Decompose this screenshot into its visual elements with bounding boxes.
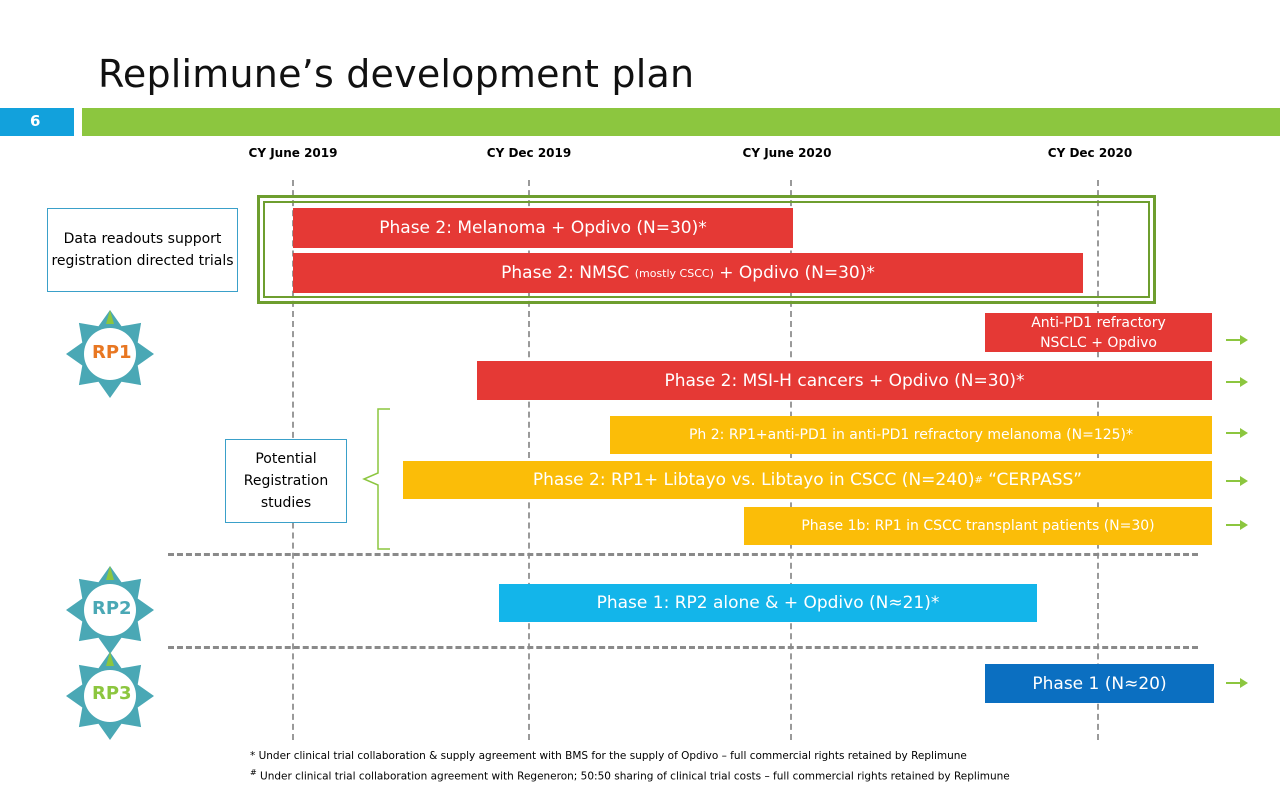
melanoma-trial-bar: Phase 2: Melanoma + Opdivo (N=30)* bbox=[293, 208, 793, 248]
star-badge-icon bbox=[66, 310, 154, 398]
rp3-trial-bar: Phase 1 (N≈20) bbox=[985, 664, 1214, 703]
timeline-gridline bbox=[528, 180, 530, 740]
right-arrow-icon bbox=[1226, 428, 1248, 438]
star-badge-icon bbox=[66, 652, 154, 740]
rp1-label: RP1 bbox=[92, 342, 132, 363]
cerpass-trial-name: “CERPASS” bbox=[982, 470, 1083, 490]
rp2-label: RP2 bbox=[92, 598, 132, 619]
right-arrow-icon bbox=[1226, 520, 1248, 530]
nsclc-trial-line2: NSCLC + Opdivo bbox=[1040, 334, 1157, 351]
right-arrow-icon bbox=[1226, 335, 1248, 345]
transplant-trial-bar: Phase 1b: RP1 in CSCC transplant patient… bbox=[744, 507, 1212, 545]
rp3-label: RP3 bbox=[92, 683, 132, 704]
nsclc-trial-line1: Anti-PD1 refractory bbox=[1031, 314, 1166, 331]
badge-tip-icon bbox=[106, 566, 114, 580]
footnote-text: Under clinical trial collaboration agree… bbox=[256, 770, 1010, 783]
nmsc-trial-text: Phase 2: NMSC bbox=[501, 263, 635, 283]
nsclc-trial-bar: Anti-PD1 refractory NSCLC + Opdivo bbox=[985, 313, 1212, 352]
section-divider bbox=[168, 553, 1198, 556]
rp1-badge bbox=[64, 306, 156, 398]
nmsc-trial-subtext: (mostly CSCC) bbox=[634, 266, 714, 280]
right-arrow-icon bbox=[1226, 678, 1248, 688]
footnote-mark: * bbox=[250, 750, 256, 762]
section-divider bbox=[168, 646, 1198, 649]
timeline-gridline bbox=[1097, 180, 1099, 740]
brace-icon bbox=[362, 408, 390, 550]
slide-number-box bbox=[0, 108, 74, 136]
cerpass-trial-bar: Phase 2: RP1+ Libtayo vs. Libtayo in CSC… bbox=[403, 461, 1212, 499]
date-label: CY Dec 2020 bbox=[1047, 146, 1133, 160]
badge-tip-icon bbox=[106, 652, 114, 666]
msih-trial-bar: Phase 2: MSI-H cancers + Opdivo (N=30)* bbox=[477, 361, 1212, 400]
rp2-trial-bar: Phase 1: RP2 alone & + Opdivo (N≈21)* bbox=[499, 584, 1037, 622]
title-band bbox=[82, 108, 1280, 136]
slide-number: 6 bbox=[30, 112, 41, 130]
date-label: CY June 2019 bbox=[248, 146, 338, 160]
data-readouts-box: Data readouts support registration direc… bbox=[47, 208, 238, 292]
badge-tip-icon bbox=[106, 310, 114, 324]
right-arrow-icon bbox=[1226, 476, 1248, 486]
footnote-regeneron: # Under clinical trial collaboration agr… bbox=[250, 768, 1010, 783]
registration-highlight-frame bbox=[257, 195, 1156, 304]
page-title: Replimune’s development plan bbox=[98, 52, 695, 96]
rp3-badge bbox=[64, 648, 156, 740]
star-badge-icon bbox=[66, 566, 154, 654]
date-label: CY June 2020 bbox=[742, 146, 832, 160]
refractory-melanoma-trial-bar: Ph 2: RP1+anti-PD1 in anti-PD1 refractor… bbox=[610, 416, 1212, 454]
right-arrow-icon bbox=[1226, 377, 1248, 387]
timeline-gridline bbox=[790, 180, 792, 740]
footnote-mark: # bbox=[250, 768, 257, 777]
cerpass-trial-text: Phase 2: RP1+ Libtayo vs. Libtayo in CSC… bbox=[532, 470, 975, 490]
cerpass-footnote-mark: # bbox=[974, 474, 983, 486]
registration-highlight-inner-frame bbox=[263, 201, 1150, 298]
footnote-text: Under clinical trial collaboration & sup… bbox=[255, 750, 967, 762]
nmsc-trial-bar: Phase 2: NMSC (mostly CSCC) + Opdivo (N=… bbox=[293, 253, 1083, 293]
rp2-badge bbox=[64, 562, 156, 654]
footnote-bms: * Under clinical trial collaboration & s… bbox=[250, 750, 967, 762]
potential-registration-box: Potential Registration studies bbox=[225, 439, 347, 523]
date-label: CY Dec 2019 bbox=[486, 146, 572, 160]
nmsc-trial-text-end: + Opdivo (N=30)* bbox=[713, 263, 875, 283]
